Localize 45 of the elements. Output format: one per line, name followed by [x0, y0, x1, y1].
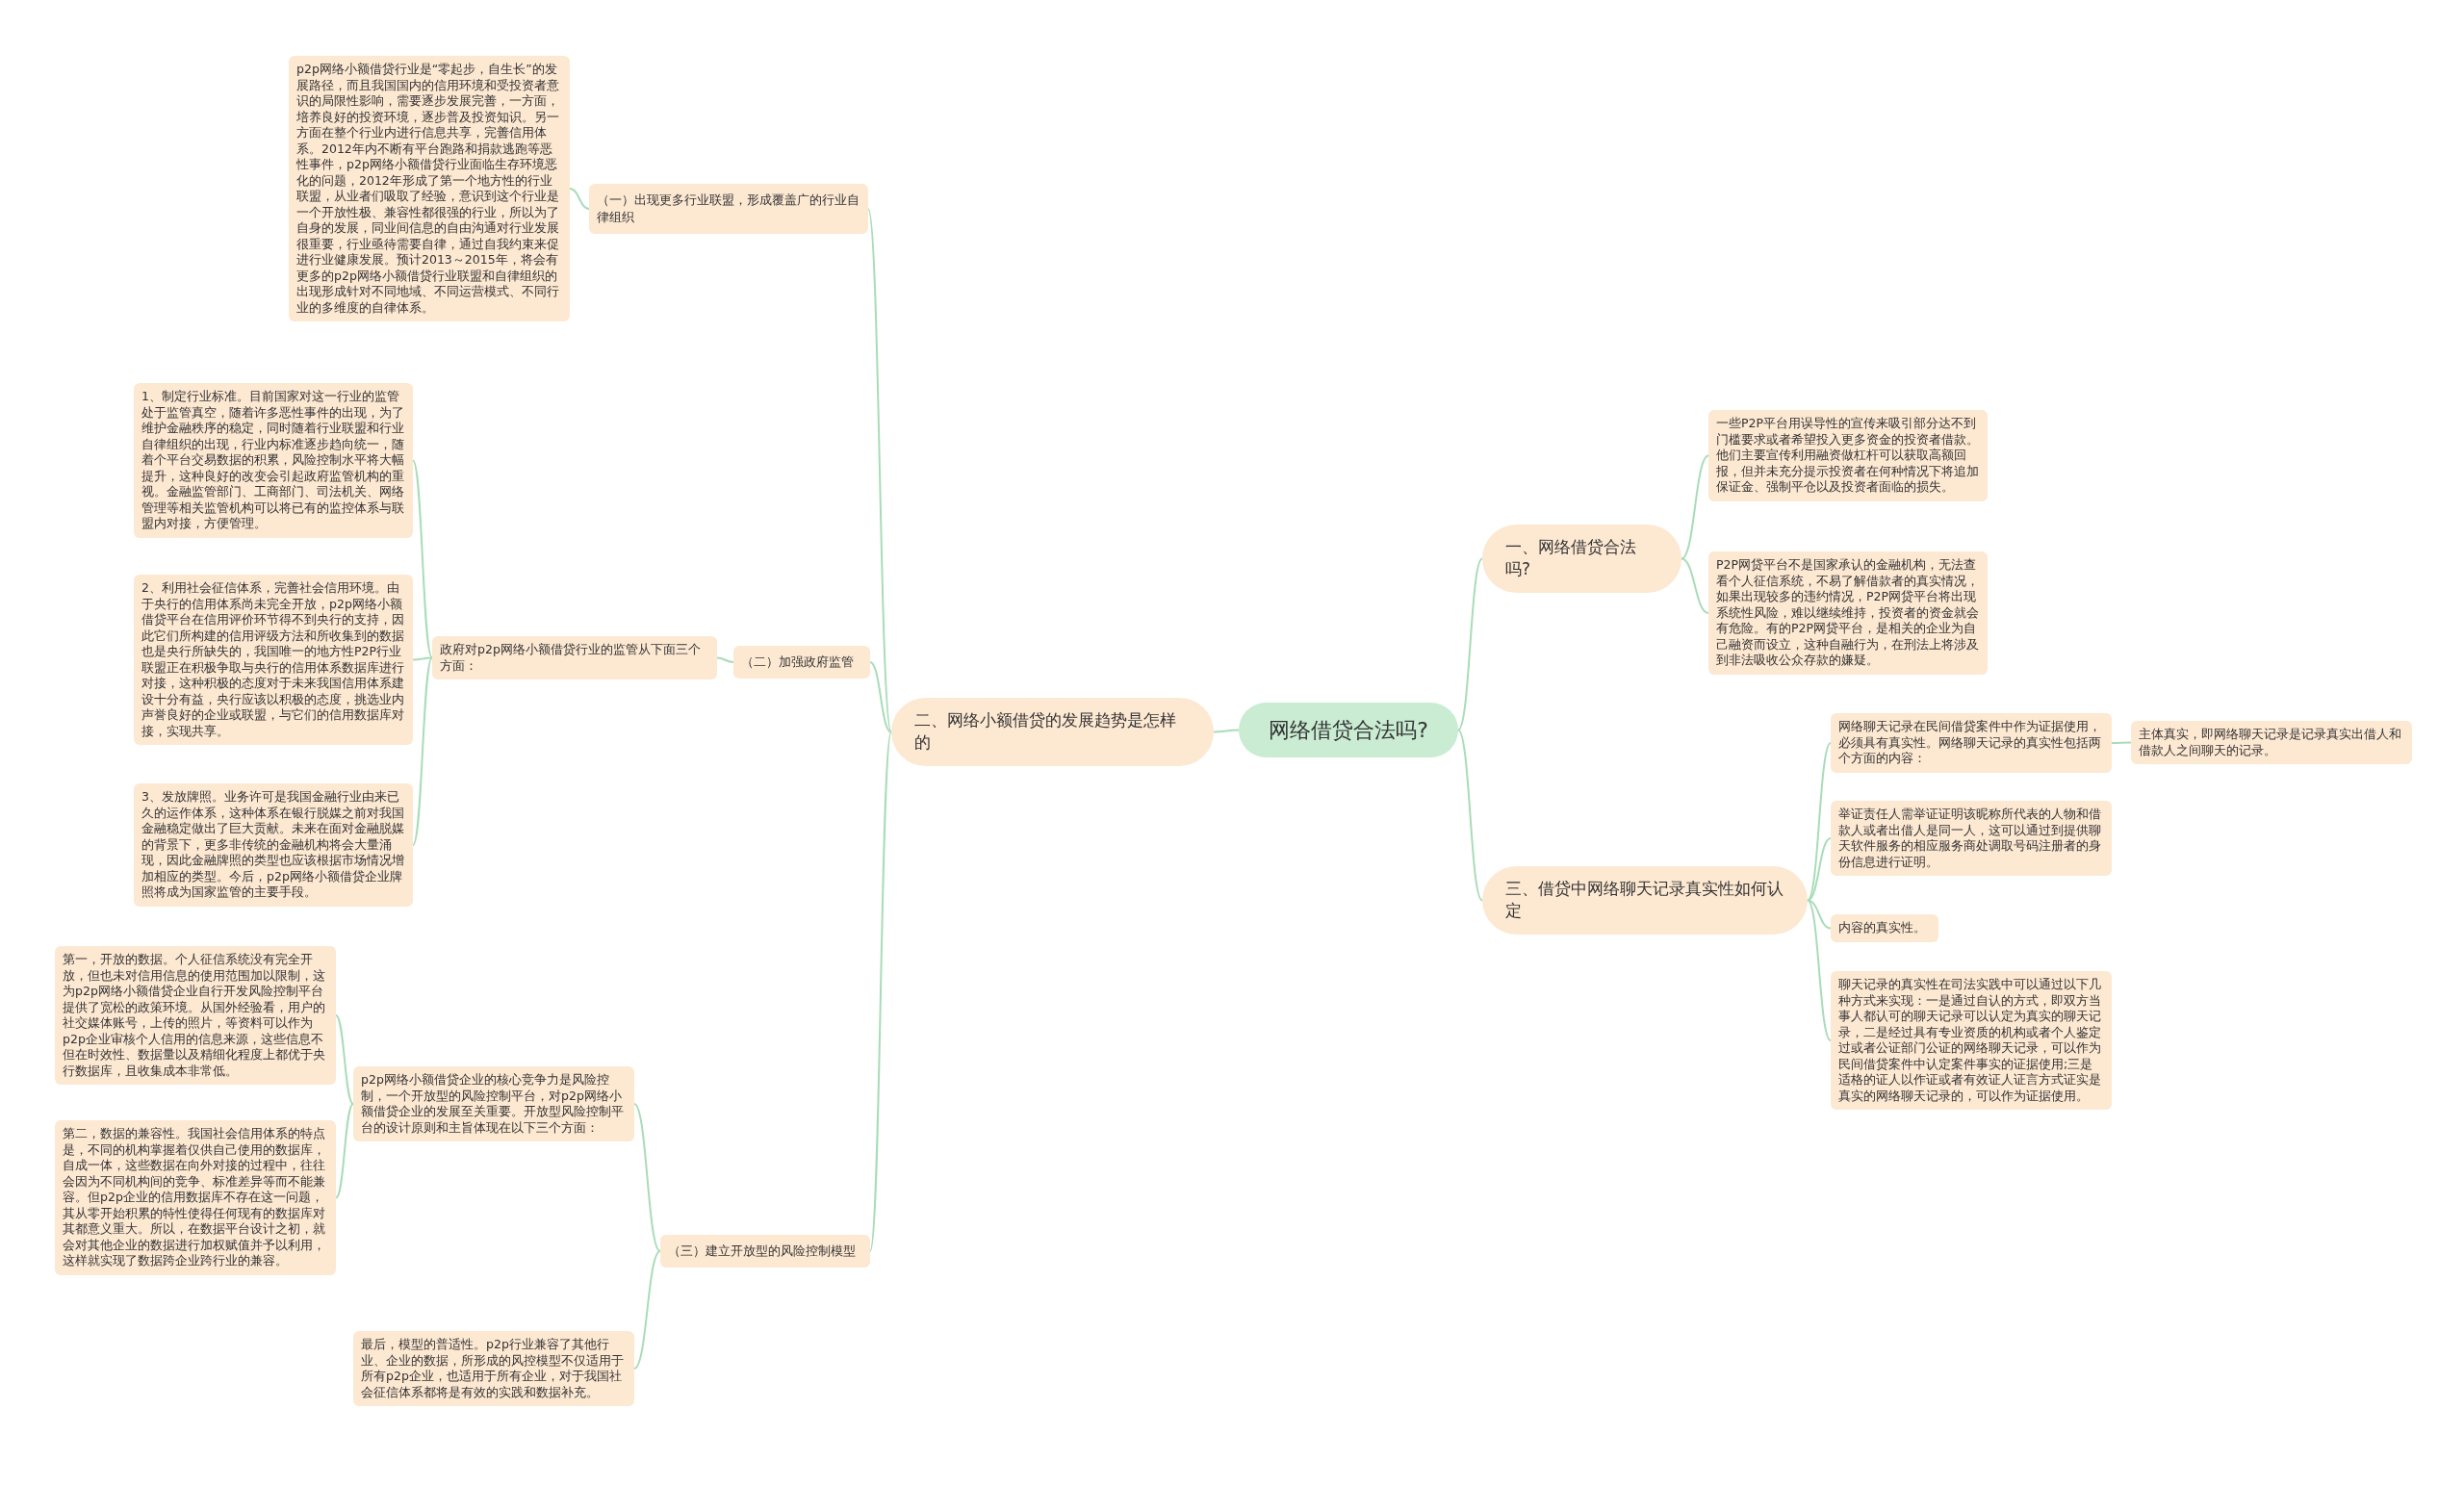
text-card: 第二，数据的兼容性。我国社会信用体系的特点是，不同的机构掌握着仅供自己使用的数据库，自成一体，这些数据在向外对接的过程中，往往会因为不同机构间的竞争、标准差异等而不能兼容。但p2p企业的信用数据库不存在这一问题，其从零开始积累的特性使得任何现有的数据库对其都意义重大。所以，在数据平台设计之初，就会对其他企业的数据进行加权赋值并予以利用，这样就实现了数据跨企业跨行业的兼容。: [55, 1120, 336, 1275]
branch-topic: 三、借贷中网络聊天记录真实性如何认定: [1482, 866, 1808, 935]
text-card: 3、发放牌照。业务许可是我国金融行业由来已久的运作体系，这种体系在银行脱媒之前对我国金融稳定做出了巨大贡献。未来在面对金融脱媒的背景下，更多非传统的金融机构将会大量涌现，因此金融牌照的类型也应该根据市场情况增加相应的类型。今后，p2p网络小额借贷企业牌照将成为国家监管的主要手段。: [134, 783, 413, 907]
connector-line: [633, 1250, 661, 1370]
text-card: 一些P2P平台用误导性的宣传来吸引部分达不到门槛要求或者希望投入更多资金的投资者借款。他们主要宣传利用融资做杠杆可以获取高额回报，但并未充分提示投资者在何种情况下将追加保证金、强制平仓以及投资者面临的损失。: [1708, 410, 1988, 501]
connector-line: [412, 656, 433, 846]
text-card: 聊天记录的真实性在司法实践中可以通过以下几种方式来实现：一是通过自认的方式，即双方当事人都认可的聊天记录可以认定为真实的聊天记录，二是经过具有专业资质的机构或者个人鉴定过或者公证部门公证的网络聊天记录，可以作为民间借贷案件中认定案件事实的证据使用;三是适格的证人以作证或者有效证人证言方式证实是真实的网络聊天记录的，可以作为证据使用。: [1831, 971, 2112, 1110]
text-card: 内容的真实性。: [1831, 914, 1938, 942]
connector-line: [412, 459, 433, 659]
connector-line: [633, 1103, 661, 1252]
root-topic: 网络借贷合法吗?: [1239, 703, 1458, 757]
connector-line: [335, 1103, 354, 1199]
connector-line: [412, 656, 433, 661]
text-card: 最后，模型的普适性。p2p行业兼容了其他行业、企业的数据，所形成的风控模型不仅适用于所有p2p企业，也适用于所有企业，对于我国社会征信体系都将是有效的实践和数据补充。: [353, 1331, 634, 1406]
text-card: 政府对p2p网络小额借贷行业的监管从下面三个方面：: [432, 636, 717, 679]
text-card: 第一，开放的数据。个人征信系统没有完全开放，但也未对信用信息的使用范围加以限制，这为p2p网络小额借贷企业自行开发风险控制平台提供了宽松的政策环境。从国外经验看，用户的社交媒体账号，上传的照片，等资料可以作为p2p企业审核个人信用的信息来源，这些信息不但在时效性、数据量以及精细化程度上都优于央行数据库，且收集成本非常低。: [55, 946, 336, 1085]
connector-line: [1807, 899, 1832, 1041]
text-card: 主体真实，即网络聊天记录是记录真实出借人和借款人之间聊天的记录。: [2131, 721, 2412, 764]
text-card: P2P网贷平台不是国家承认的金融机构，无法查看个人征信系统，不易了解借款者的真实情况，如果出现较多的违约情况，P2P网贷平台将出现系统性风险，难以继续维持，投资者的资金就会有危险。有的P2P网贷平台，是相关的企业为自己融资而设立，这种自融行为，在刑法上将涉及到非法吸收公众存款的嫌疑。: [1708, 551, 1988, 675]
branch-topic: 二、网络小额借贷的发展趋势是怎样的: [891, 698, 1214, 766]
connector-line: [1807, 837, 1832, 902]
subtopic-box: （三）建立开放型的风险控制模型: [660, 1235, 870, 1268]
connector-line: [869, 661, 892, 733]
branch-topic: 一、网络借贷合法吗?: [1482, 525, 1681, 593]
connector-line: [1807, 899, 1832, 930]
text-card: 2、利用社会征信体系，完善社会信用环境。由于央行的信用体系尚未完全开放，p2p网络小额借贷平台在信用评价环节得不到央行的支持，因此它们所构建的信用评级方法和所收集到的数据也是央行所缺失的，我国唯一的地方性P2P行业联盟正在积极争取与央行的信用体系数据库进行对接，这种积极的态度对于未来我国信用体系建设十分有益，央行应该以积极的态度，挑选业内声誉良好的企业或联盟，与它们的信用数据库对接，实现共享。: [134, 575, 413, 745]
connector-line: [1457, 557, 1483, 731]
connector-line: [1213, 729, 1240, 733]
connector-line: [716, 656, 734, 663]
subtopic-box: （二）加强政府监管: [733, 646, 870, 679]
connector-line: [2111, 741, 2132, 744]
connector-line: [569, 188, 590, 210]
connector-line: [867, 208, 892, 733]
connector-line: [335, 1014, 354, 1105]
text-card: p2p网络小额借贷企业的核心竞争力是风险控制，一个开放型的风险控制平台，对p2p网络小额借贷企业的发展至关重要。开放型风险控制平台的设计原则和主旨体现在以下三个方面：: [353, 1066, 634, 1141]
connector-line: [1681, 557, 1709, 614]
connector-line: [869, 730, 892, 1252]
subtopic-box: （一）出现更多行业联盟，形成覆盖广的行业自律组织: [589, 184, 868, 234]
connector-line: [1681, 454, 1709, 560]
text-card: 举证责任人需举证证明该昵称所代表的人物和借款人或者出借人是同一人，这可以通过到提供聊天软件服务的相应服务商处调取号码注册者的身份信息进行证明。: [1831, 801, 2112, 876]
text-card: 1、制定行业标准。目前国家对这一行业的监管处于监管真空，随着许多恶性事件的出现，为了维护金融秩序的稳定，同时随着行业联盟和行业自律组织的出现，行业内标准逐步趋向统一，随着个平台交易数据的积累，风险控制水平将大幅提升，这种良好的改变会引起政府监管机构的重视。金融监管部门、工商部门、司法机关、网络管理等相关监管机构可以将已有的监控体系与联盟内对接，方便管理。: [134, 383, 413, 538]
connector-line: [1807, 742, 1832, 902]
text-card: 网络聊天记录在民间借贷案件中作为证据使用，必须具有真实性。网络聊天记录的真实性包括两个方面的内容：: [1831, 713, 2112, 773]
connector-line: [1457, 729, 1483, 902]
text-card: p2p网络小额借贷行业是“零起步，自生长”的发展路径，而且我国国内的信用环境和受投资者意识的局限性影响，需要逐步发展完善，一方面，培养良好的投资环境，逐步普及投资知识。另一方面在整个行业内进行信息共享，完善信用体系。2012年内不断有平台跑路和捐款逃跑等恶性事件，p2p网络小额借贷行业面临生存环境恶化的问题，2012年形成了第一个地方性的行业联盟，从业者们吸取了经验，意识到这个行业是一个开放性极、兼容性都很强的行业，所以为了自身的发展，同业间信息的自由沟通对行业发展很重要，行业亟待需要自律，通过自我约束来促进行业健康发展。预计2013～2015年，将会有更多的p2p网络小额借贷行业联盟和自律组织的出现形成针对不同地域、不同运营模式、不同行业的多维度的自律体系。: [289, 56, 570, 321]
